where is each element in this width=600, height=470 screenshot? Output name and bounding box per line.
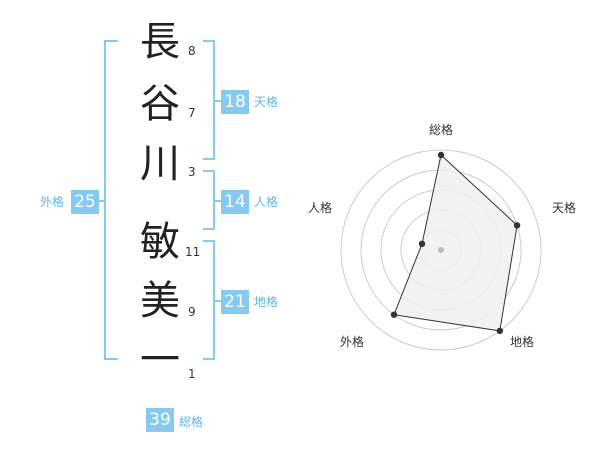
name-char-6: 一 <box>140 337 180 383</box>
chikaku-label: 地格 <box>254 295 279 309</box>
stroke-count-5: 9 <box>188 305 196 319</box>
radar-point-1 <box>437 151 445 159</box>
name-char-2: 谷 <box>140 81 180 127</box>
radar-label-jinkaku: 人格 <box>308 200 332 215</box>
stroke-count-2: 7 <box>188 106 196 120</box>
gaikaku-label: 外格 <box>40 195 65 209</box>
name-char-3: 川 <box>140 141 180 187</box>
name-char-5: 美 <box>140 278 180 324</box>
radar-point-3 <box>496 327 503 335</box>
soukaku-badge: 39 <box>146 408 174 432</box>
radar-point-5 <box>418 240 426 247</box>
radar-grid-ring <box>340 149 542 351</box>
tenkaku-badge: 18 <box>221 90 249 114</box>
soukaku-label: 総格 <box>179 415 204 429</box>
stroke-count-4: 11 <box>185 245 201 259</box>
stroke-count-1: 8 <box>188 44 196 58</box>
radar-label-tenkaku: 天格 <box>552 200 576 215</box>
radar-points <box>390 151 521 335</box>
radar-label-soukaku: 総格 <box>429 122 453 137</box>
name-char-4: 敏 <box>140 219 180 265</box>
gaikaku-bracket-tick <box>97 200 105 202</box>
gaikaku-badge: 25 <box>71 190 99 214</box>
radar-center-dot <box>438 247 444 253</box>
gaikaku-bracket <box>104 40 118 360</box>
stroke-count-6: 1 <box>188 367 196 381</box>
radar-point-2 <box>513 222 521 229</box>
chikaku-badge: 21 <box>221 290 249 314</box>
radar-shape <box>393 154 518 332</box>
tenkaku-label: 天格 <box>254 95 279 109</box>
jinkaku-bracket-tick <box>214 200 222 202</box>
radar-label-gaikaku: 外格 <box>340 334 364 349</box>
jinkaku-badge: 14 <box>221 190 249 214</box>
name-char-1: 長 <box>140 19 180 65</box>
tenkaku-bracket-tick <box>214 100 222 102</box>
radar-point-4 <box>390 311 398 318</box>
radar-chart: 総格 天格 地格 外格 人格 <box>308 122 576 351</box>
stroke-count-3: 3 <box>188 165 196 179</box>
chikaku-bracket-tick <box>214 300 222 302</box>
jinkaku-label: 人格 <box>254 195 279 209</box>
radar-label-chikaku: 地格 <box>510 334 534 349</box>
